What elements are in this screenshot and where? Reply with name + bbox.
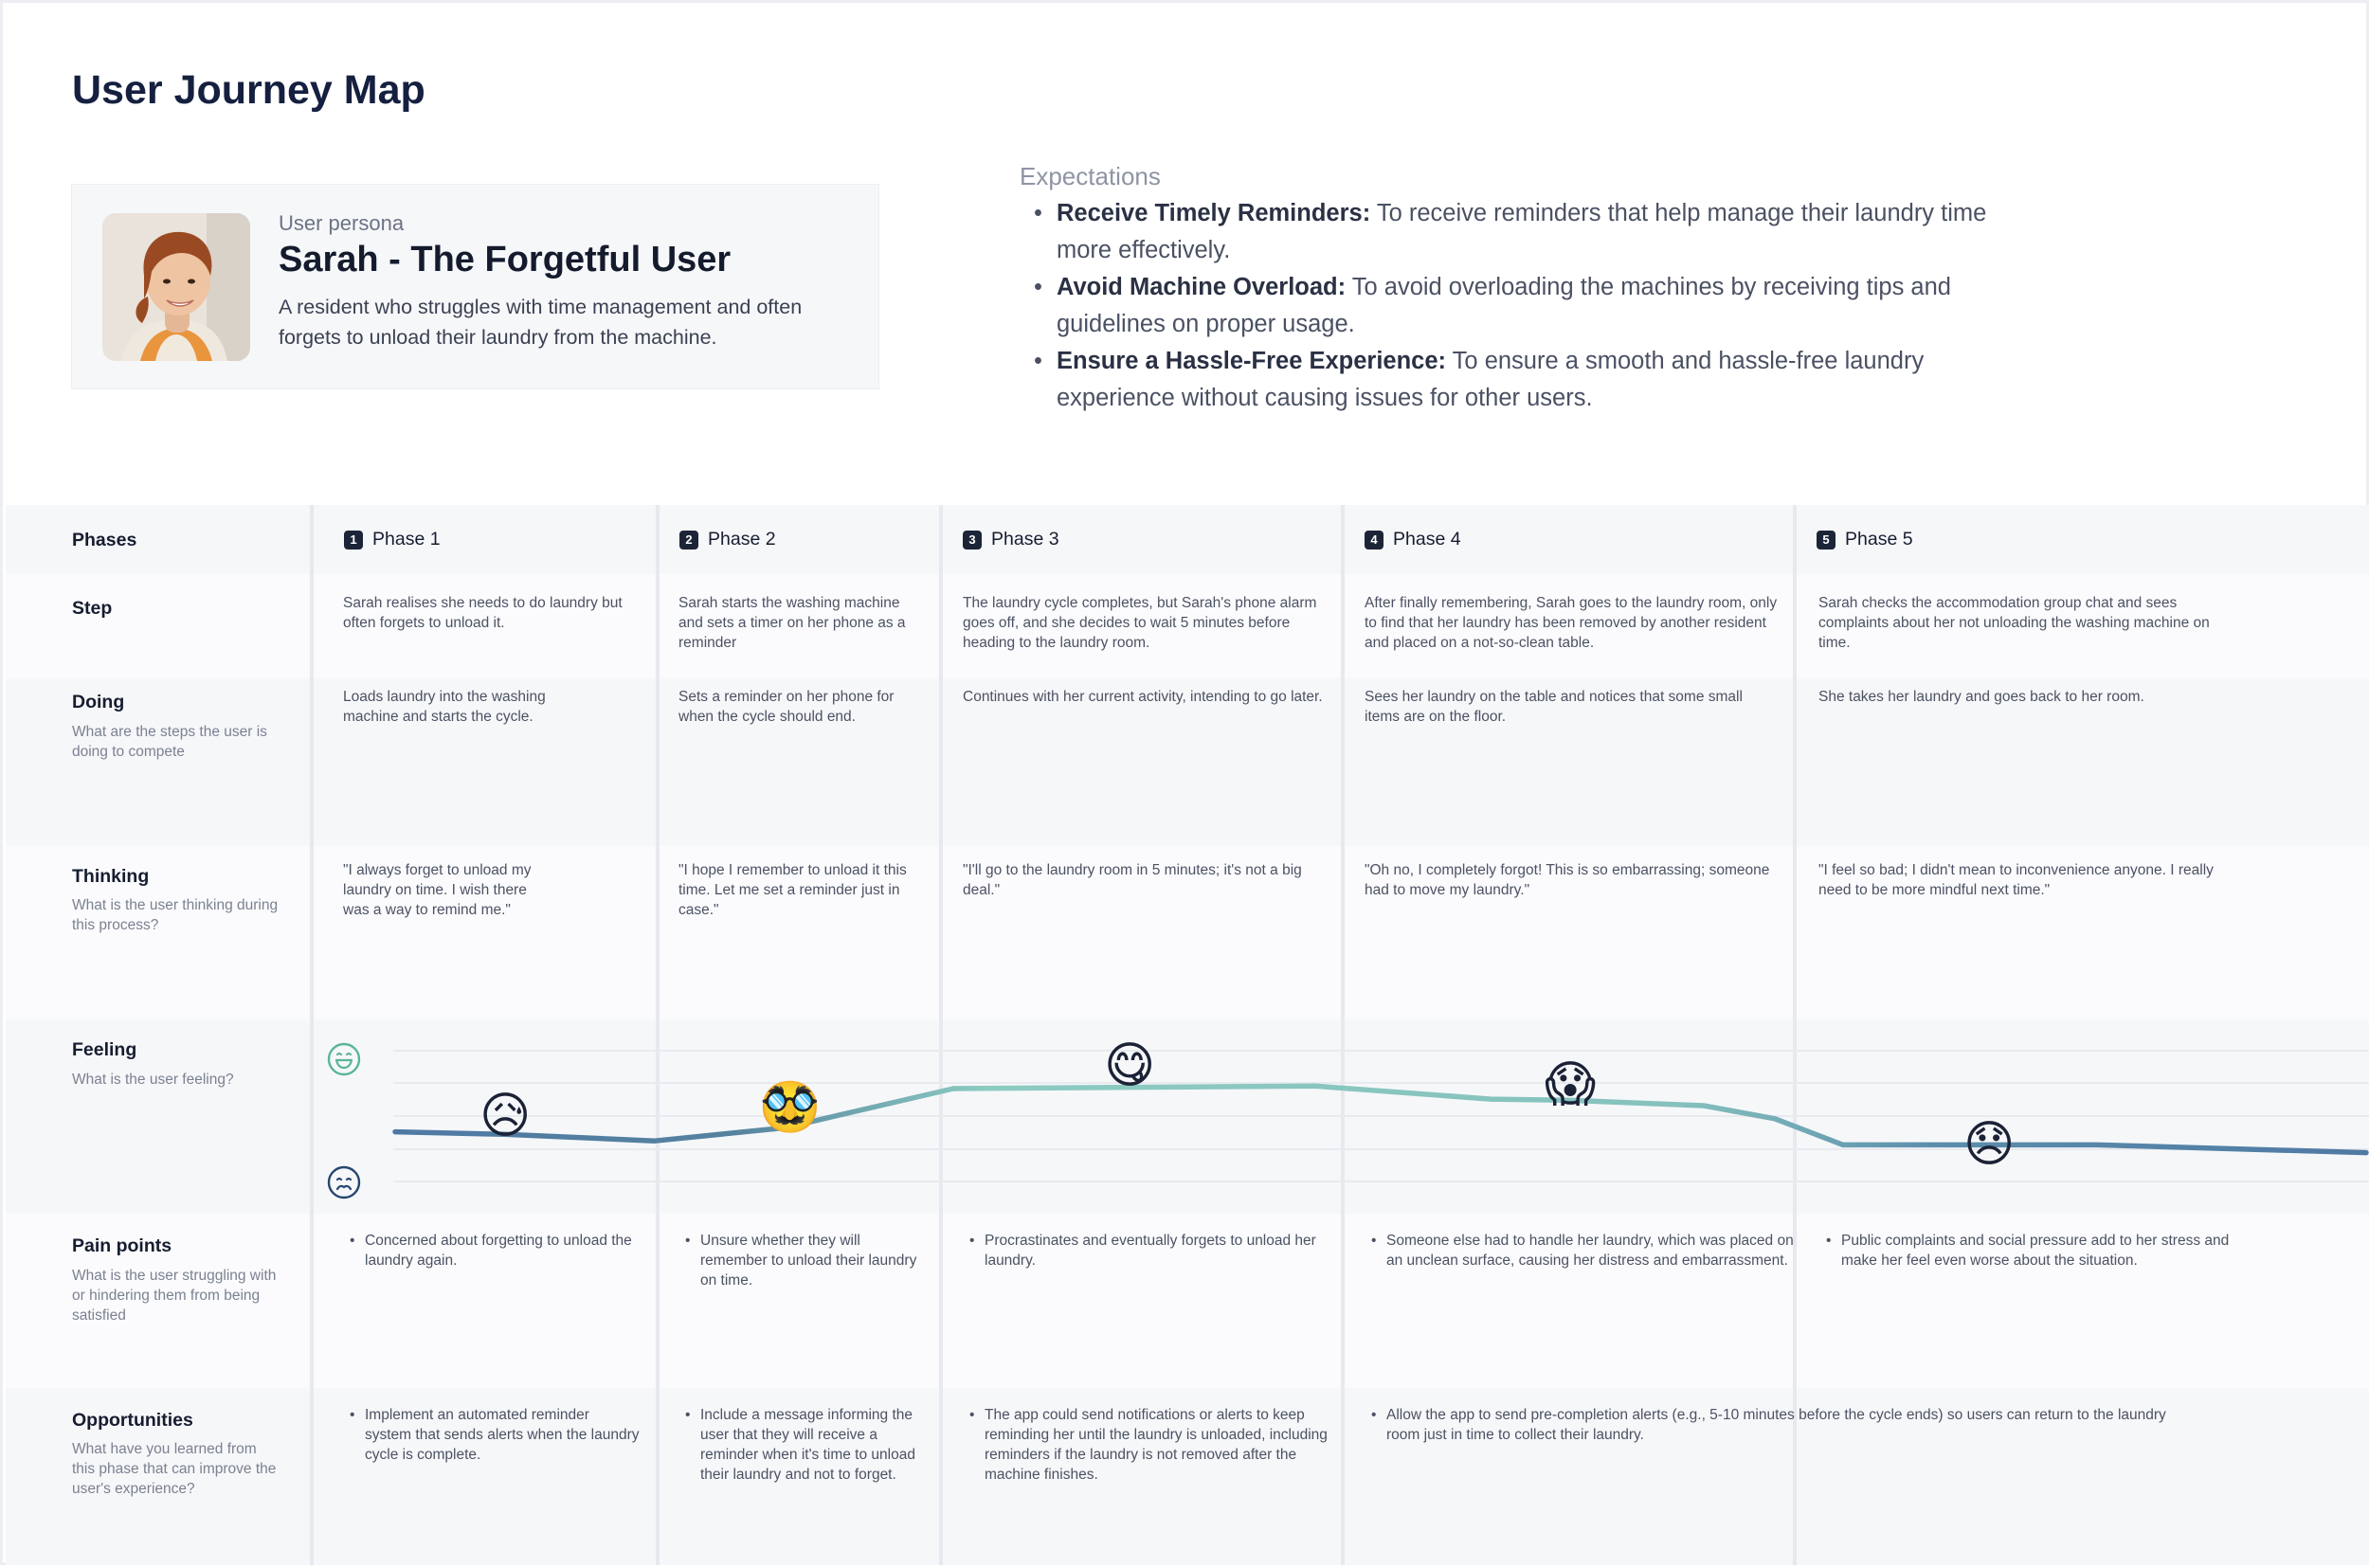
expectation-text: To ensure a smooth and hassle-free laund… bbox=[1057, 348, 1925, 411]
phase-title: Phase 1 bbox=[372, 529, 441, 550]
expectation-title: Ensure a Hassle-Free Experience: bbox=[1057, 348, 1447, 374]
phase-number-badge: 4 bbox=[1365, 530, 1383, 550]
step-cell: After finally remembering, Sarah goes to… bbox=[1365, 595, 1778, 651]
phase-header-5: 5 Phase 5 bbox=[1817, 529, 1913, 550]
row-desc-thinking: What is the user thinking during this pr… bbox=[72, 897, 279, 933]
phase-number-badge: 5 bbox=[1817, 530, 1836, 550]
opportunity-text: Implement an automated reminder system t… bbox=[365, 1407, 640, 1463]
expectation-item: •Receive Timely Reminders: To receive re… bbox=[1034, 200, 1987, 263]
opportunities-band bbox=[6, 1388, 2369, 1565]
row-desc-doing: What are the steps the user is doing to … bbox=[72, 724, 267, 760]
feeling-emoji-screaming: 😱 bbox=[1545, 1056, 1597, 1113]
phases-band bbox=[6, 505, 2369, 574]
row-label-thinking: Thinking bbox=[72, 866, 150, 887]
expectation-item: •Ensure a Hassle-Free Experience: To ens… bbox=[1034, 348, 1925, 411]
happy-face-icon bbox=[327, 1042, 361, 1076]
doing-cell: She takes her laundry and goes back to h… bbox=[1818, 689, 2144, 705]
row-label-phases: Phases bbox=[72, 530, 137, 550]
phase-header-4: 4 Phase 4 bbox=[1365, 529, 1461, 550]
opportunity-cell: •Include a message informing the user th… bbox=[685, 1407, 915, 1483]
expectation-item: •Avoid Machine Overload: To avoid overlo… bbox=[1034, 274, 1951, 337]
feeling-emoji-savoring: 😋 bbox=[1104, 1037, 1156, 1094]
doing-cell: Sets a reminder on her phone for when th… bbox=[678, 689, 895, 725]
row-desc-feeling: What is the user feeling? bbox=[72, 1072, 234, 1088]
phase-number-badge: 2 bbox=[679, 530, 698, 550]
opportunity-text: The app could send notifications or aler… bbox=[985, 1407, 1328, 1483]
column-divider bbox=[939, 505, 943, 1565]
pain-point-text: Someone else had to handle her laundry, … bbox=[1386, 1233, 1794, 1269]
expectation-text: To receive reminders that help manage th… bbox=[1057, 200, 1987, 263]
thinking-cell: "I hope I remember to unload it this tim… bbox=[678, 862, 907, 918]
thinking-cell: "Oh no, I completely forgot! This is so … bbox=[1365, 862, 1770, 898]
row-label-pain-points: Pain points bbox=[72, 1235, 172, 1256]
phase-header-3: 3 Phase 3 bbox=[963, 529, 1059, 550]
column-divider bbox=[1341, 505, 1345, 1565]
pain-point-text: Concerned about forgetting to unload the… bbox=[365, 1233, 632, 1269]
phase-header-2: 2 Phase 2 bbox=[679, 529, 776, 550]
persona-card: User persona Sarah - The Forgetful User … bbox=[71, 184, 879, 389]
phase-title: Phase 5 bbox=[1845, 529, 1913, 550]
doing-cell: Loads laundry into the washing machine a… bbox=[343, 689, 546, 725]
persona-name: Sarah - The Forgetful User bbox=[279, 240, 732, 279]
thinking-cell: "I feel so bad; I didn't mean to inconve… bbox=[1818, 862, 2214, 898]
expectations-label: Expectations bbox=[1020, 162, 1161, 190]
pain-point-cell: •Public complaints and social pressure a… bbox=[1826, 1233, 2230, 1269]
pain-point-cell: •Unsure whether they will remember to un… bbox=[685, 1233, 917, 1289]
feeling-emoji-disappointed: 😞 bbox=[1963, 1116, 2016, 1173]
step-cell: The laundry cycle completes, but Sarah's… bbox=[963, 595, 1317, 651]
pain-point-cell: •Concerned about forgetting to unload th… bbox=[350, 1233, 632, 1269]
expectations-list: •Receive Timely Reminders: To receive re… bbox=[1034, 195, 2029, 417]
doing-band bbox=[6, 678, 2369, 846]
pain-point-text: Procrastinates and eventually forgets to… bbox=[985, 1233, 1316, 1269]
persona-description: A resident who struggles with time manag… bbox=[279, 296, 803, 349]
step-cell: Sarah realises she needs to do laundry b… bbox=[343, 595, 623, 631]
column-divider bbox=[1793, 505, 1797, 1565]
row-label-opportunities: Opportunities bbox=[72, 1410, 193, 1431]
feeling-emoji-sad-relieved: 😥 bbox=[479, 1088, 532, 1144]
phase-title: Phase 2 bbox=[708, 529, 776, 550]
column-divider bbox=[656, 505, 660, 1565]
row-label-doing: Doing bbox=[72, 692, 125, 712]
sad-face-icon bbox=[327, 1165, 361, 1199]
expectation-text: To avoid overloading the machines by rec… bbox=[1057, 274, 1951, 337]
row-label-step: Step bbox=[72, 598, 113, 619]
pain-point-text: Unsure whether they will remember to unl… bbox=[700, 1233, 917, 1289]
persona-avatar bbox=[102, 213, 250, 361]
feeling-line bbox=[392, 1083, 2369, 1156]
opportunity-cell: •Implement an automated reminder system … bbox=[350, 1407, 640, 1463]
opportunity-cell: •Allow the app to send pre-completion al… bbox=[1371, 1407, 2166, 1443]
row-desc-pain-points: What is the user struggling with or hind… bbox=[72, 1268, 277, 1324]
phase-number-badge: 3 bbox=[963, 530, 982, 550]
phase-number-badge: 1 bbox=[344, 530, 363, 550]
phase-title: Phase 3 bbox=[991, 529, 1059, 550]
pain-point-text: Public complaints and social pressure ad… bbox=[1841, 1233, 2230, 1269]
thinking-cell: "I'll go to the laundry room in 5 minute… bbox=[963, 862, 1302, 898]
pain-point-cell: •Procrastinates and eventually forgets t… bbox=[969, 1233, 1316, 1269]
doing-cell: Sees her laundry on the table and notice… bbox=[1365, 689, 1743, 725]
expectation-title: Avoid Machine Overload: bbox=[1057, 274, 1347, 300]
column-divider bbox=[310, 505, 314, 1565]
persona-label: User persona bbox=[279, 211, 405, 235]
phase-title: Phase 4 bbox=[1393, 529, 1461, 550]
thinking-cell: "I always forget to unload my laundry on… bbox=[343, 862, 532, 918]
phase-header-1: 1 Phase 1 bbox=[344, 529, 441, 550]
feeling-curve-chart bbox=[392, 1050, 2369, 1182]
page-title: User Journey Map bbox=[72, 67, 425, 113]
doing-cell: Continues with her current activity, int… bbox=[963, 689, 1323, 705]
row-desc-opportunities: What have you learned from this phase th… bbox=[72, 1441, 277, 1497]
row-label-feeling: Feeling bbox=[72, 1039, 137, 1060]
feeling-gridlines bbox=[393, 1050, 2369, 1182]
opportunity-text: Allow the app to send pre-completion ale… bbox=[1386, 1407, 2166, 1443]
expectation-title: Receive Timely Reminders: bbox=[1057, 200, 1371, 226]
feeling-emoji-disguised: 🥸 bbox=[759, 1079, 821, 1136]
step-cell: Sarah checks the accommodation group cha… bbox=[1818, 595, 2210, 651]
opportunity-cell: •The app could send notifications or ale… bbox=[969, 1407, 1328, 1483]
pain-point-cell: •Someone else had to handle her laundry,… bbox=[1371, 1233, 1794, 1269]
opportunity-text: Include a message informing the user tha… bbox=[700, 1407, 915, 1483]
step-cell: Sarah starts the washing machine and set… bbox=[678, 595, 906, 651]
